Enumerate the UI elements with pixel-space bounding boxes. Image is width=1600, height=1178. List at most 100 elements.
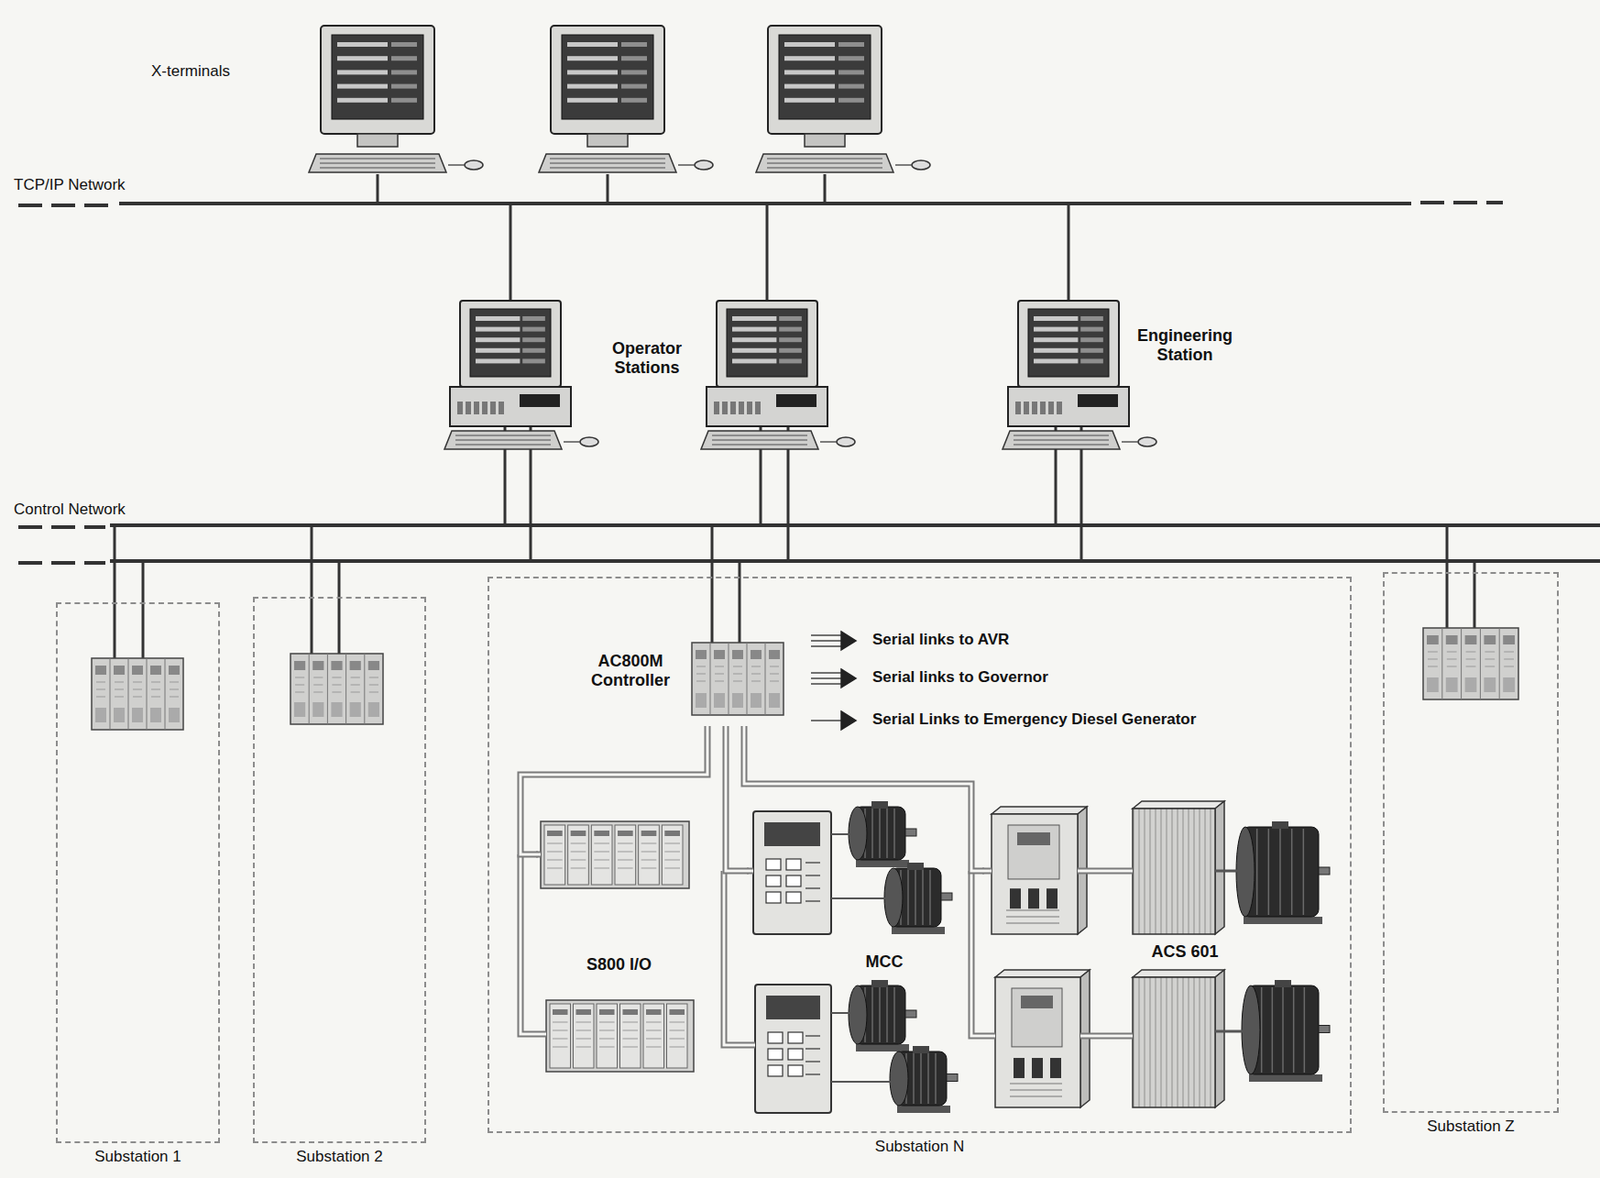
drawing-part (576, 1030, 592, 1031)
drawing-part (664, 843, 680, 844)
drawing-part (369, 684, 379, 686)
drawing-part (617, 843, 634, 844)
drawing-part (113, 665, 125, 675)
drawing-part (855, 859, 910, 867)
device-label: S800 I/O (537, 954, 701, 975)
drawing-part (810, 671, 844, 674)
drawing-part (1479, 627, 1481, 700)
drawing-part (308, 653, 310, 724)
drawing-part (1033, 337, 1078, 342)
drawing-part (331, 684, 341, 686)
drawing-part (91, 657, 184, 730)
drawing-part (547, 851, 563, 853)
drawing-part (786, 891, 801, 903)
drawing-part (701, 430, 819, 450)
drawing-part (751, 666, 761, 668)
drawing-part (841, 631, 856, 650)
drawing-part (732, 649, 744, 659)
drawing-part (805, 899, 821, 902)
drawing-part (831, 832, 851, 835)
drawing-part (836, 437, 855, 447)
cable (1077, 867, 1133, 875)
drawing-part (391, 98, 417, 103)
drawing-part (1274, 979, 1292, 987)
drawing-part (805, 1034, 821, 1037)
drawing-part (547, 859, 563, 861)
drawing-part (1427, 666, 1438, 668)
drawing-part (641, 867, 658, 869)
drawing-part (490, 401, 496, 415)
drawing-part (733, 666, 743, 668)
drawing-part (448, 164, 465, 166)
drawing-part (1013, 443, 1109, 446)
drawing-part (109, 558, 1600, 563)
drawing-part (1466, 651, 1477, 653)
drawing-part (547, 867, 563, 869)
drawing-part (804, 133, 845, 147)
drawing-part (1028, 887, 1040, 909)
drawing-part (1446, 525, 1449, 628)
drawing-part (946, 1073, 958, 1082)
drawing-part (911, 160, 931, 170)
drawing-part (617, 867, 634, 869)
drawing-part (576, 1038, 592, 1040)
drawing-part (623, 1046, 639, 1048)
drawing-part (363, 653, 365, 724)
drawing-part (766, 995, 821, 1020)
drawing-part (733, 680, 743, 682)
drawing-part (805, 861, 821, 864)
drawing-part (1484, 666, 1495, 668)
drawing-part (345, 653, 347, 724)
drawing-part (620, 1003, 642, 1068)
substation-box: Substation NAC800M ControllerS800 I/OMCC… (487, 576, 1352, 1133)
drawing-part (889, 1051, 909, 1106)
cable-connector (744, 725, 985, 871)
drawing-part (1423, 627, 1519, 700)
drawing-part (871, 986, 874, 1042)
drawing-part (784, 98, 835, 103)
drawing-part (482, 401, 488, 415)
drawing-part (169, 696, 179, 698)
drawing-part (168, 707, 180, 723)
drawing-part (732, 692, 744, 708)
drawing-part (1483, 635, 1496, 645)
drawing-part (1318, 1025, 1330, 1033)
drawing-part (669, 1046, 686, 1048)
drawing-part (714, 673, 724, 675)
drawing-part (810, 645, 844, 647)
drawing-part (751, 680, 761, 682)
drawing-part (750, 649, 762, 659)
drawing-part (18, 525, 106, 529)
drawing-part (150, 665, 162, 675)
drawing-part (755, 984, 832, 1113)
drawing-part (369, 677, 379, 679)
drawing-part (621, 42, 647, 47)
drawing-part (778, 34, 871, 120)
drawing-part (778, 358, 802, 363)
drawing-part (810, 639, 844, 642)
drawing-part (784, 84, 835, 89)
drawing-part (905, 1009, 917, 1018)
drawing-part (1009, 1095, 1063, 1097)
drawing-part (722, 401, 728, 415)
drawing-part (623, 1021, 639, 1023)
drawing-part (331, 677, 341, 679)
drawing-part (920, 1052, 922, 1104)
drawing-part (1291, 828, 1294, 915)
drawing-part (1503, 666, 1514, 668)
drawing-part (738, 560, 742, 643)
drawing-part (1268, 828, 1271, 915)
drawing-part (664, 830, 680, 836)
drawing-part (295, 691, 305, 693)
drawing-part (871, 800, 888, 809)
drawing-part (1466, 658, 1477, 660)
drawing-part (1067, 203, 1071, 301)
drawing-part (455, 443, 551, 446)
drawing-part (1018, 300, 1119, 387)
drawing-part (1077, 394, 1118, 407)
cable-outline (744, 725, 985, 871)
drawing-part (538, 153, 677, 173)
drawing-part (621, 84, 647, 89)
drawing-part (350, 677, 361, 679)
drawing-part (1009, 1083, 1063, 1085)
